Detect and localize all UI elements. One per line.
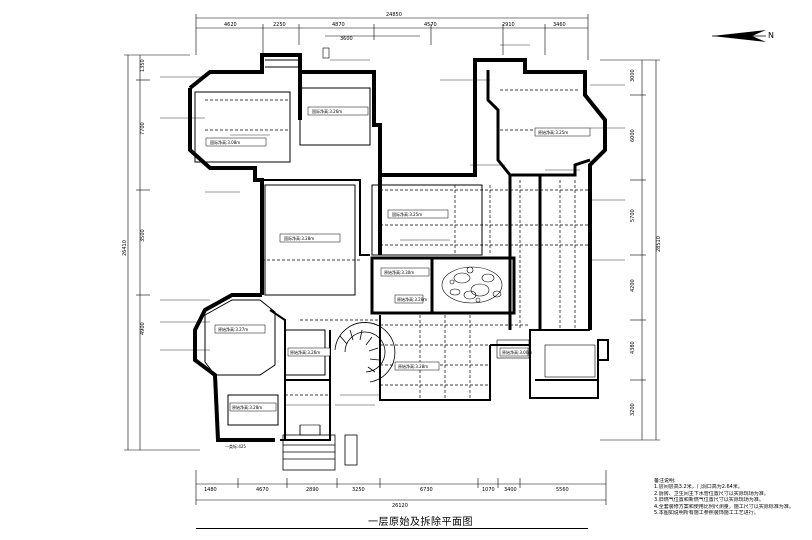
- bottom-total-dim: 26120: [392, 503, 408, 509]
- note-line-1: 1.层间层高3.2米，门洞口高为2.64米。: [654, 484, 743, 491]
- entry-label: 一类标:425: [225, 443, 246, 449]
- left-dim-4: 4900: [140, 322, 146, 335]
- right-dim-4: 4200: [630, 279, 636, 292]
- left-dimension-lines: [124, 54, 200, 451]
- room-label-3: 国际净高:3.28m: [284, 235, 314, 241]
- room-label-2: 国际净高:3.26m: [312, 108, 342, 114]
- bottom-dimension-text: 1480 4670 2890 3250 6730 1070 3400 5560 …: [204, 487, 569, 509]
- left-dimension-text: 26410 1350 7700 3500 4900: [122, 59, 146, 335]
- room-label-6: 原始净高:3.28m: [397, 296, 427, 302]
- room-label-9: 原始净高:3.28m: [232, 404, 262, 410]
- right-total-dim: 28510: [656, 236, 662, 252]
- bottom-dim-7: 3400: [504, 487, 517, 493]
- left-dim-3: 3500: [140, 229, 146, 242]
- right-dim-1: 3000: [630, 69, 636, 82]
- exterior-walls: [188, 53, 607, 442]
- room-label-4: 国际净高:3.25m: [392, 211, 422, 217]
- note-line-2: 2.厨房、卫生间主下水管位置尺寸以实际现场为准。: [654, 490, 769, 497]
- room-labels: 国际净高:3.08m 国际净高:3.26m 国际净高:3.28m 国际净高:3.…: [205, 106, 591, 412]
- bottom-dim-1: 1480: [204, 487, 217, 493]
- top-dimension-lines: [195, 14, 589, 60]
- top-dim-5: 4570: [424, 22, 437, 28]
- rockery-pattern: [441, 266, 503, 304]
- note-line-4: 4.全套装修方案和使用比例尺测量，施工尺寸以实际标准为准。: [654, 503, 794, 510]
- top-dim-7: 3460: [553, 22, 566, 28]
- fixtures: [299, 47, 596, 436]
- spiral-staircase: [334, 322, 396, 383]
- notes-title: 备注说明:: [654, 478, 676, 484]
- room-label-12: 原始净高:3.00m: [502, 349, 532, 355]
- title-underline: [196, 528, 588, 529]
- right-wing-walls: [486, 70, 591, 330]
- right-dim-3: 5700: [630, 209, 636, 222]
- bottom-dim-4: 3250: [352, 487, 365, 493]
- right-dimension-lines: [600, 59, 660, 441]
- bottom-dim-8: 5560: [556, 487, 569, 493]
- left-dim-1: 1350: [140, 59, 146, 72]
- bottom-dim-3: 2890: [306, 487, 319, 493]
- bottom-dimension-lines: [195, 470, 607, 505]
- left-total-dim: 26410: [122, 240, 128, 256]
- building-outline: [262, 179, 609, 441]
- note-line-5: 5.本图如说明所有施工参照装饰施工工艺进行。: [654, 510, 759, 517]
- bottom-dim-5: 6730: [420, 487, 433, 493]
- top-dimension-text: 24850 4620 2250 4870 3600 4570 2910 3460: [224, 12, 566, 42]
- north-label: N: [768, 31, 774, 40]
- top-dim-1: 4620: [224, 22, 237, 28]
- room-label-7: 原始净高:3.27m: [218, 326, 248, 332]
- room-label-8: 原始净高:3.26m: [290, 349, 320, 355]
- notes-block: 备注说明: 1.层间层高3.2米，门洞口高为2.64米。 2.厨房、卫生间主下水…: [654, 478, 810, 516]
- room-label-11: 原始净高:3.25m: [538, 129, 568, 135]
- upper-left-room: [194, 59, 371, 163]
- right-dimension-text: 28510 3000 6000 5700 4200 4380 3200: [630, 69, 662, 416]
- top-dim-3: 4870: [332, 22, 345, 28]
- annotation-leaders: [160, 44, 625, 406]
- left-dim-2: 7700: [140, 122, 146, 135]
- room-label-1: 国际净高:3.08m: [210, 139, 240, 145]
- room-label-5: 原始净高:3.30m: [384, 269, 414, 275]
- right-dim-6: 3200: [630, 403, 636, 416]
- right-dim-5: 4380: [630, 341, 636, 354]
- top-dim-6: 2910: [502, 22, 515, 28]
- room-label-10: 原始净高:3.28m: [398, 363, 428, 369]
- top-total-dim: 24850: [386, 12, 402, 18]
- note-line-3: 3.旧燃气位置和新燃气位置尺寸以实际现场为准。: [654, 497, 764, 504]
- bottom-dim-2: 4670: [256, 487, 269, 493]
- bottom-dim-6: 1070: [482, 487, 495, 493]
- right-dim-2: 6000: [630, 129, 636, 142]
- north-arrow-icon: [712, 30, 766, 42]
- top-dim-4: 3600: [340, 36, 353, 42]
- top-dim-2: 2250: [273, 22, 286, 28]
- central-hall: [264, 184, 516, 315]
- drawing-title: 一层原始及拆除平面图: [368, 517, 473, 528]
